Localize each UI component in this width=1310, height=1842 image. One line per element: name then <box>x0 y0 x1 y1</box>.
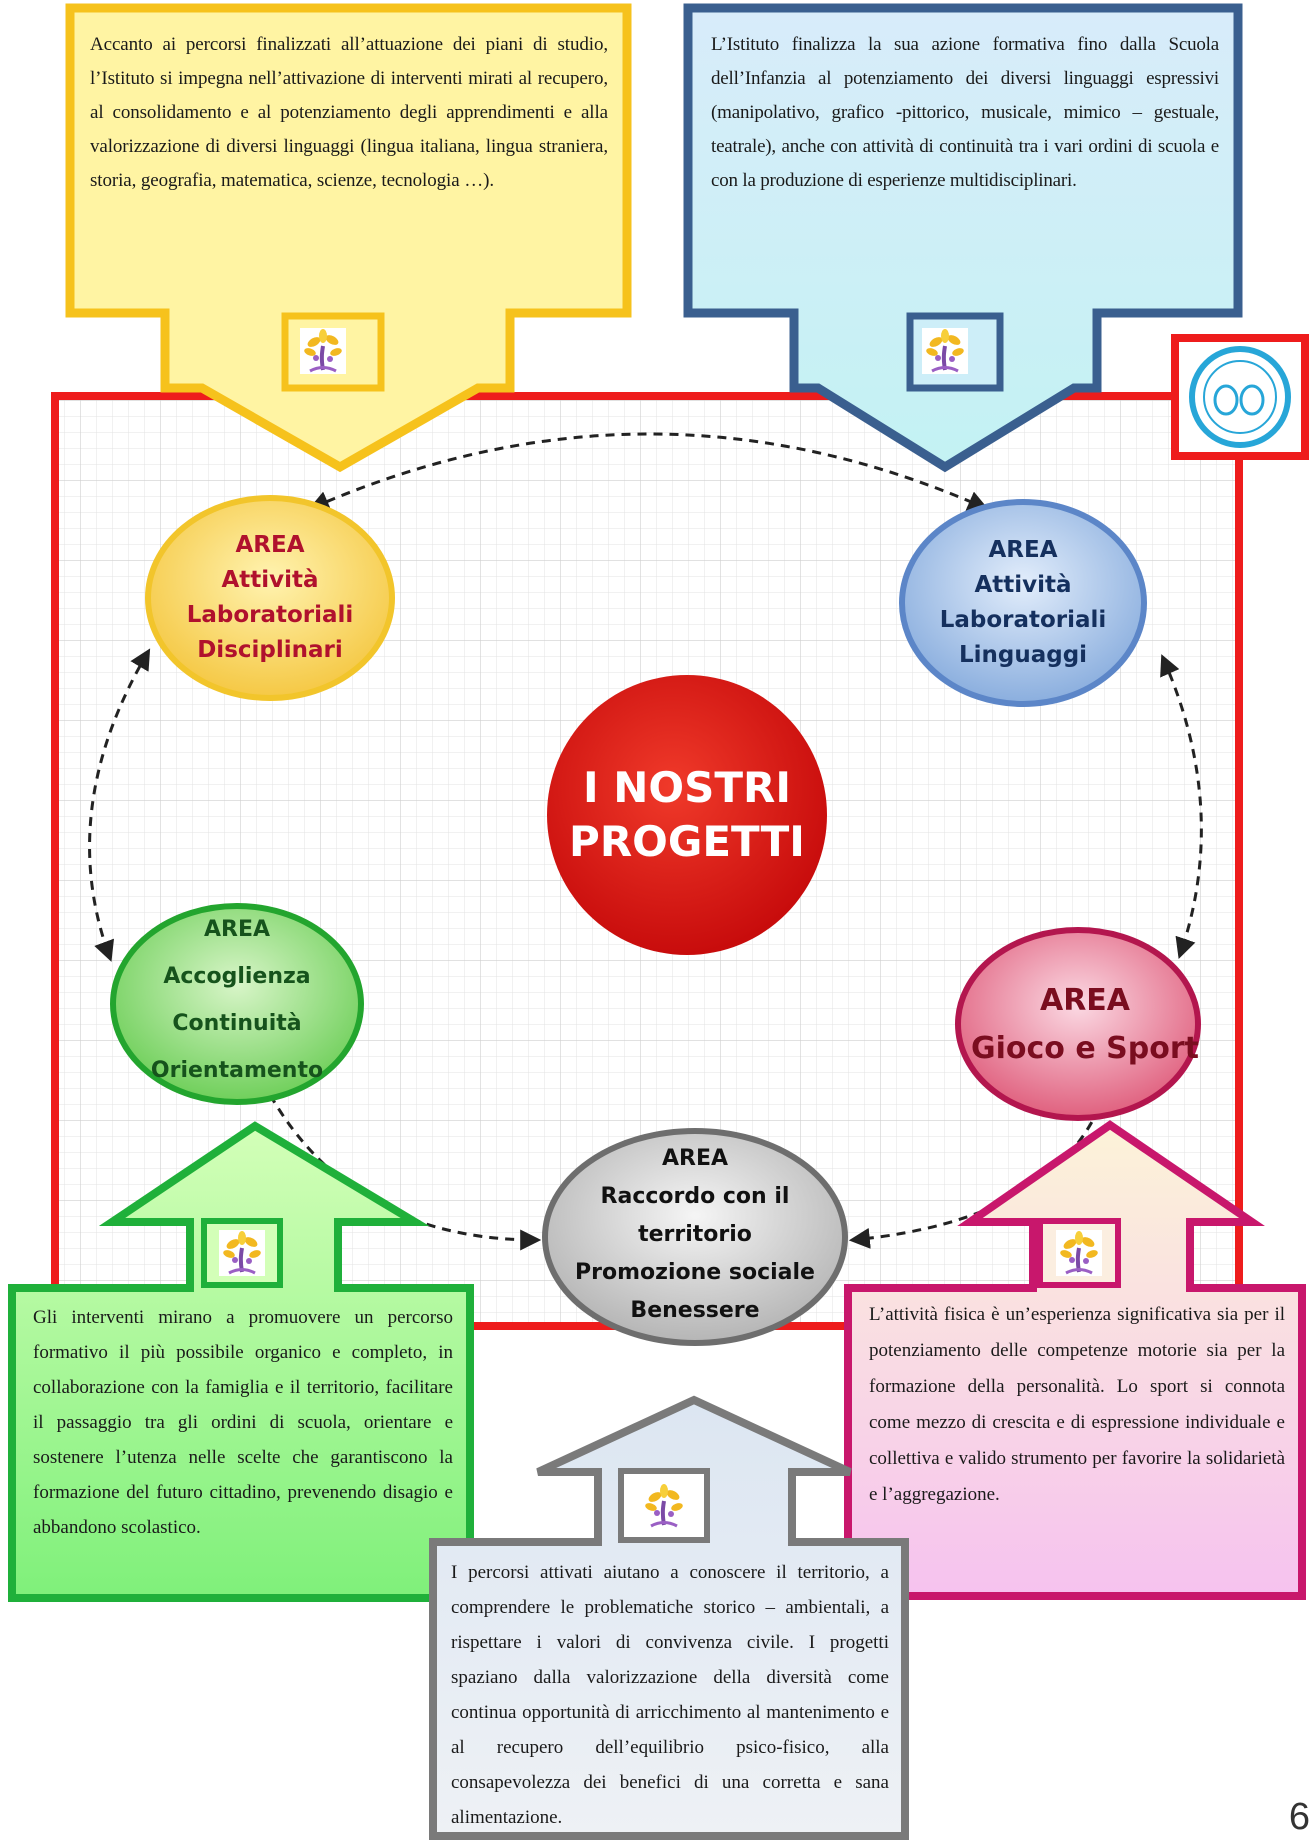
center-title: I NOSTRI PROGETTI <box>569 763 805 866</box>
pink-callout <box>844 1120 1306 1600</box>
green-callout-text: Gli interventi mirano a promuovere un pe… <box>33 1307 453 1538</box>
area-disciplinari-oval <box>145 495 395 701</box>
area-linguaggi-oval <box>899 499 1147 707</box>
area-disciplinari-label: AREA Attività Laboratoriali Disciplinari <box>186 532 354 663</box>
gray-callout-text: I percorsi attivati aiutano a conoscere … <box>451 1562 889 1828</box>
page-number: 6 <box>1288 1796 1310 1838</box>
area-raccordo-oval <box>542 1128 848 1346</box>
pink-callout-text: L’attività fisica è un’esperienza signif… <box>869 1304 1285 1505</box>
tree-logo-icon <box>217 1228 267 1278</box>
tree-logo-icon <box>639 1481 689 1531</box>
school-emblem <box>1171 334 1309 460</box>
area-accoglienza-label: AREA Accoglienza Continuità Orientamento <box>150 917 324 1083</box>
center-circle <box>547 675 827 955</box>
gray-callout <box>429 1395 909 1840</box>
area-gioco-label: AREA Gioco e Sport <box>971 983 1199 1066</box>
area-raccordo-label: AREA Raccordo con il territorio Promozio… <box>575 1146 815 1323</box>
blue-callout-text: L’Istituto finalizza la sua azione forma… <box>711 34 1219 191</box>
area-gioco-oval <box>955 927 1201 1121</box>
area-linguaggi-label: AREA Attività Laboratoriali Linguaggi <box>939 537 1107 668</box>
tree-logo-icon <box>1054 1228 1104 1278</box>
tree-logo-icon <box>920 326 970 376</box>
tree-logo-icon <box>298 326 348 376</box>
yellow-callout-text: Accanto ai percorsi finalizzati all’attu… <box>90 34 608 191</box>
blue-callout <box>683 3 1243 473</box>
green-callout <box>8 1121 474 1602</box>
area-accoglienza-oval <box>110 903 364 1105</box>
yellow-callout <box>65 3 632 473</box>
